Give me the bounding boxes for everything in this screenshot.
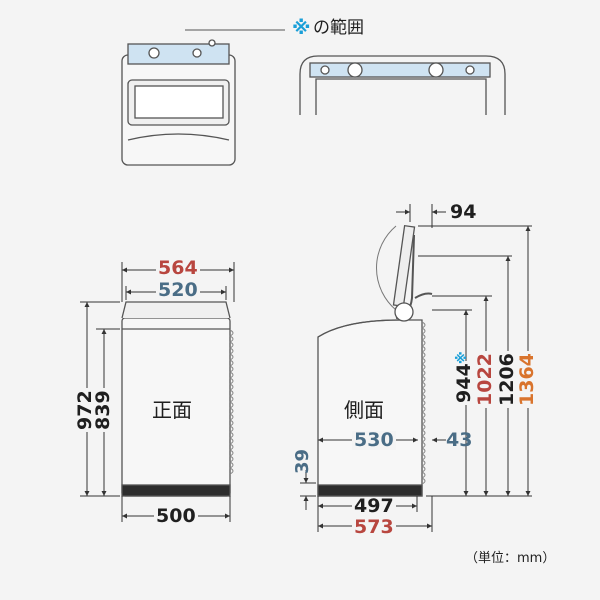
- side-depth-base: 497: [352, 495, 396, 517]
- note-mark: ※: [292, 17, 311, 39]
- side-height-944: 944: [453, 361, 475, 405]
- side-height-944-mark: ※: [455, 351, 470, 364]
- side-height-1022: 1022: [474, 351, 496, 408]
- note-text: の範囲: [313, 18, 364, 38]
- front-view-body: [121, 301, 234, 497]
- side-height-1364: 1364: [516, 351, 538, 408]
- side-lid-clearance: 94: [450, 201, 477, 223]
- side-depth-body: 530: [352, 429, 396, 451]
- front-height-body: 839: [92, 388, 114, 432]
- front-view-label: 正面: [152, 398, 192, 422]
- unit-label: （単位：mm）: [465, 551, 556, 566]
- side-height-1206: 1206: [496, 351, 518, 408]
- side-view-label: 側面: [344, 398, 384, 422]
- side-view-body: [317, 224, 433, 497]
- front-width-top-inner: 520: [156, 279, 200, 301]
- side-depth-total: 573: [352, 516, 396, 538]
- front-width-bottom: 500: [154, 505, 198, 527]
- side-foot-height: 39: [292, 448, 313, 474]
- top-view-side: [299, 55, 506, 115]
- top-view-front: [121, 39, 236, 166]
- front-width-top-outer: 564: [156, 257, 200, 279]
- side-back-offset: 43: [446, 429, 473, 451]
